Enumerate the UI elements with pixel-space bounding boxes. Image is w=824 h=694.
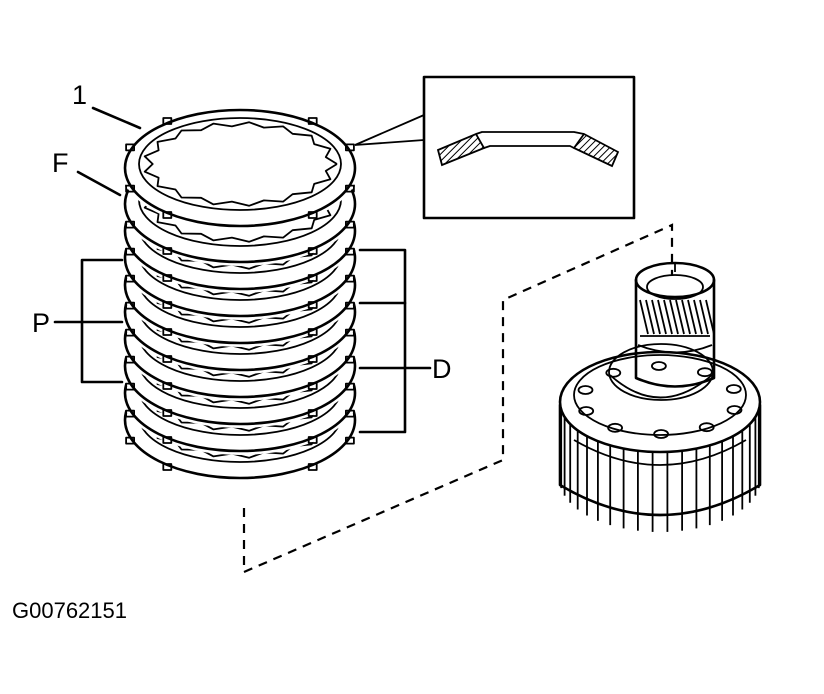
shaft-spline bbox=[651, 299, 661, 335]
figure-code: G00762151 bbox=[12, 598, 127, 623]
drum-window bbox=[578, 406, 595, 416]
shaft-spline bbox=[693, 299, 703, 335]
bracket-p bbox=[53, 258, 124, 384]
plate-cross-section bbox=[436, 131, 620, 168]
shaft-spline bbox=[705, 299, 715, 335]
label-part-p: P bbox=[32, 308, 50, 338]
shaft-spline bbox=[663, 299, 673, 335]
shaft-spline bbox=[699, 299, 709, 335]
drum-window bbox=[651, 361, 667, 371]
leader-line-f bbox=[76, 170, 122, 197]
label-part-d: D bbox=[432, 354, 452, 384]
drum-window bbox=[577, 385, 594, 395]
drum-splines bbox=[560, 409, 760, 532]
label-part-1: 1 bbox=[72, 80, 87, 110]
drum-window bbox=[653, 429, 669, 439]
shaft-spline bbox=[681, 299, 691, 335]
assembly-path-dashed bbox=[242, 223, 674, 574]
shaft-spline bbox=[669, 299, 679, 335]
shaft-spline bbox=[675, 299, 685, 335]
drum-window bbox=[726, 405, 743, 415]
leader-line-1 bbox=[91, 106, 142, 130]
shaft-spline bbox=[639, 299, 649, 335]
bracket-d bbox=[358, 248, 432, 434]
label-part-f: F bbox=[52, 148, 69, 178]
shaft-spline bbox=[657, 299, 667, 335]
clutch-plate-stack bbox=[121, 106, 359, 482]
shaft-spline bbox=[687, 299, 697, 335]
drum-window bbox=[725, 384, 742, 394]
shaft-splines bbox=[639, 299, 715, 335]
drum-window bbox=[697, 367, 713, 378]
clutch-drum-hub bbox=[558, 261, 762, 532]
clutch-plate bbox=[121, 106, 359, 230]
shaft-spline bbox=[645, 299, 655, 335]
drum-window bbox=[698, 422, 715, 433]
drum-window bbox=[607, 422, 623, 433]
detail-inset bbox=[354, 75, 636, 220]
